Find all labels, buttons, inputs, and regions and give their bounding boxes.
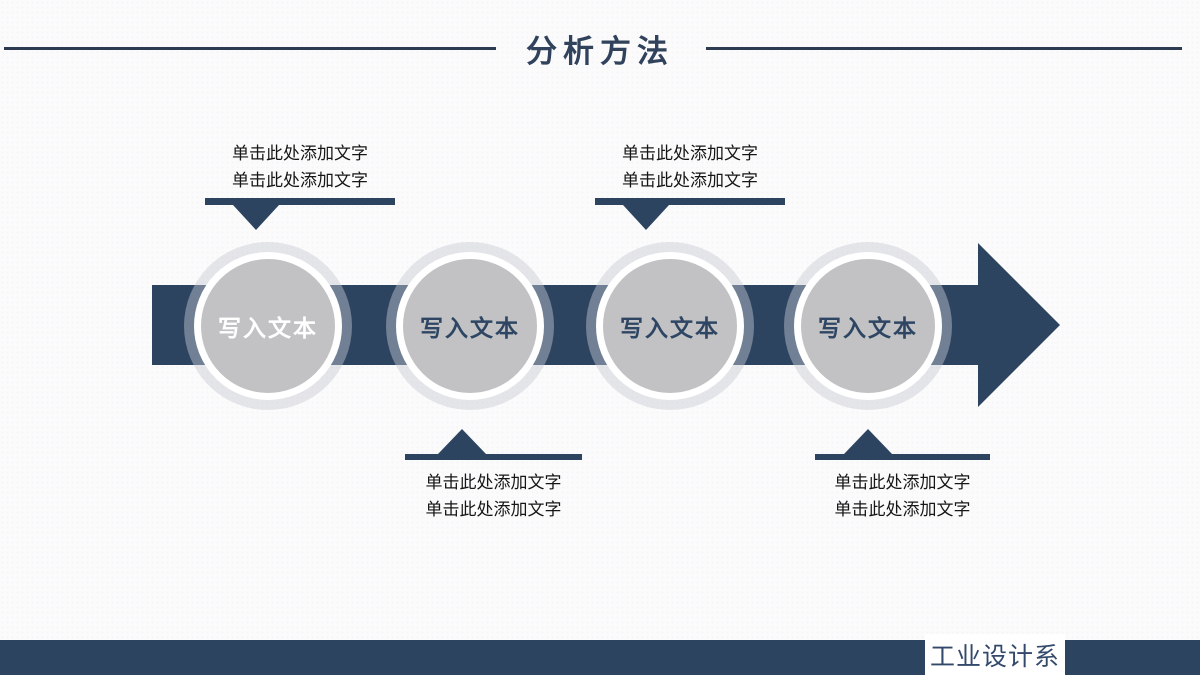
pointer-down-icon [623, 205, 669, 230]
placeholder-line: 单击此处添加文字 [622, 171, 758, 190]
footer-department-label: 工业设计系 [929, 642, 1060, 671]
step-circle-1[interactable]: 写入文本 [194, 252, 342, 400]
placeholder-text-bottom-left[interactable]: 单击此处添加文字 单击此处添加文字 [405, 469, 582, 523]
placeholder-line: 单击此处添加文字 [834, 500, 971, 519]
step-circle-3[interactable]: 写入文本 [596, 252, 744, 400]
placeholder-text-bottom-right[interactable]: 单击此处添加文字 单击此处添加文字 [815, 469, 990, 523]
callout-bottom-right: 单击此处添加文字 单击此处添加文字 [815, 429, 990, 523]
pointer-up-icon [844, 429, 892, 454]
title-divider-right [706, 47, 1182, 50]
callout-bar [815, 454, 990, 460]
step-4-label: 写入文本 [818, 315, 918, 341]
footer-department-box: 工业设计系 [925, 634, 1065, 675]
title-divider-left [4, 47, 496, 50]
step-circle-2[interactable]: 写入文本 [396, 252, 544, 400]
callout-bar [405, 454, 582, 460]
step-circle-4[interactable]: 写入文本 [794, 252, 942, 400]
pointer-up-icon [438, 429, 486, 454]
callout-top-left: 单击此处添加文字 单击此处添加文字 [205, 140, 395, 230]
step-2-label: 写入文本 [420, 315, 520, 341]
placeholder-line: 单击此处添加文字 [425, 473, 562, 492]
callout-bar [595, 198, 785, 205]
page-title: 分析方法 [526, 34, 674, 69]
step-1-label: 写入文本 [218, 315, 318, 341]
callout-bar [205, 198, 395, 205]
callout-top-right: 单击此处添加文字 单击此处添加文字 [595, 140, 785, 230]
placeholder-text-top-right[interactable]: 单击此处添加文字 单击此处添加文字 [595, 140, 785, 194]
process-arrow-head-icon [978, 243, 1060, 407]
placeholder-line: 单击此处添加文字 [232, 171, 368, 190]
placeholder-line: 单击此处添加文字 [425, 500, 562, 519]
placeholder-line: 单击此处添加文字 [834, 473, 971, 492]
placeholder-text-top-left[interactable]: 单击此处添加文字 单击此处添加文字 [205, 140, 395, 194]
step-3-label: 写入文本 [620, 315, 720, 341]
callout-bottom-left: 单击此处添加文字 单击此处添加文字 [405, 429, 582, 523]
pointer-down-icon [233, 205, 279, 230]
placeholder-line: 单击此处添加文字 [232, 144, 368, 163]
placeholder-line: 单击此处添加文字 [622, 144, 758, 163]
